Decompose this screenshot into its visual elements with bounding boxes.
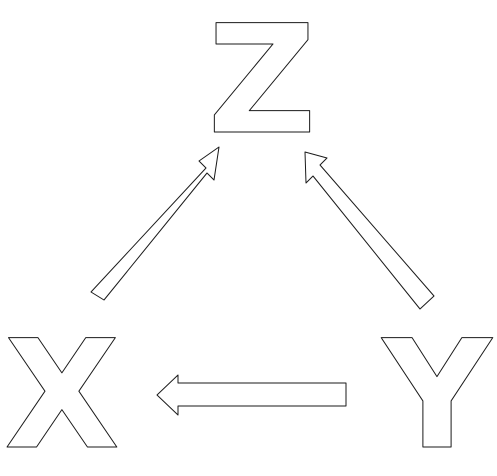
node-y-label: Y [381,309,494,476]
node-z-label: Z [208,0,317,168]
edge-y-to-x-arrow [156,374,347,416]
node-x-label: X [4,309,120,476]
edge-x-to-z-arrow [90,146,220,301]
edge-y-to-z-arrow [304,151,435,310]
